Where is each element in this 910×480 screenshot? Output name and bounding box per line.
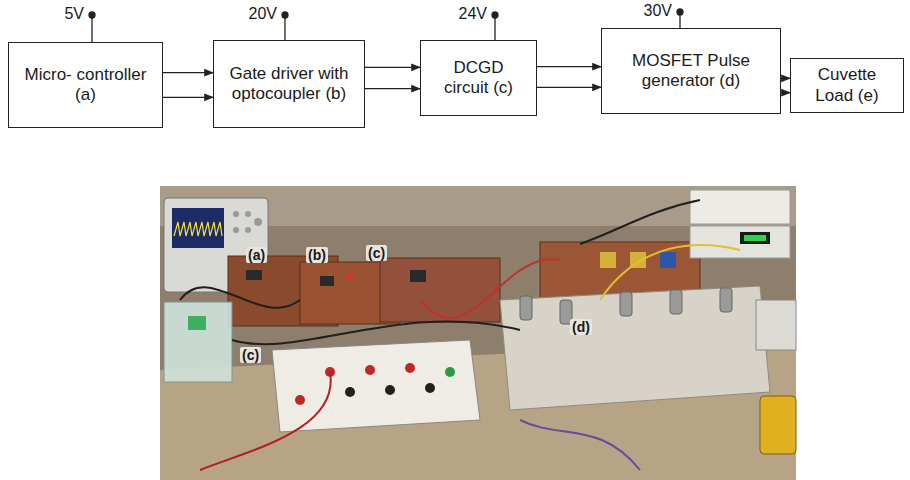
dcgd-box: DCGD circuit (c): [420, 40, 537, 116]
label-text: (c): [366, 245, 387, 261]
label-text: 20V: [249, 5, 277, 22]
supply-voltage: 30V: [644, 2, 672, 20]
box-label: DCGD circuit (c): [429, 58, 528, 99]
supply-taps: [89, 9, 683, 42]
signal-arrow: [537, 66, 601, 67]
label-text: (c): [240, 347, 261, 363]
signal-arrow: [365, 67, 420, 68]
signal-arrow: [163, 97, 213, 98]
part-callout: (d): [570, 318, 592, 336]
label-text: (a): [246, 247, 267, 263]
supply-voltage: 20V: [249, 5, 277, 23]
bench-scene: [160, 186, 796, 480]
supply-voltage: 5V: [64, 5, 84, 23]
gate-driver-box: Gate driver with optocoupler (b): [213, 40, 365, 128]
box-label: Gate driver with optocoupler (b): [222, 64, 356, 105]
signal-arrow: [537, 87, 601, 88]
pulse-generator-box: MOSFET Pulse generator (d): [601, 28, 781, 114]
signal-arrow: [781, 78, 790, 79]
label-text: (d): [570, 319, 592, 335]
load-box: Cuvette Load (e): [790, 58, 904, 113]
signal-arrow: [163, 72, 213, 73]
signal-arrow: [365, 88, 420, 89]
label-text: 24V: [459, 5, 487, 22]
part-callout: (a): [246, 246, 267, 264]
microcontroller-box: Micro- controller (a): [8, 42, 163, 128]
box-label: Cuvette Load (e): [799, 65, 895, 106]
part-callout: (c): [240, 346, 261, 364]
box-label: Micro- controller (a): [17, 65, 154, 106]
signal-arrow: [781, 92, 790, 93]
part-callout: (c): [366, 244, 387, 262]
label-text: 5V: [64, 5, 84, 22]
box-label: MOSFET Pulse generator (d): [610, 51, 772, 92]
label-text: (b): [306, 247, 328, 263]
label-text: 30V: [644, 2, 672, 19]
supply-voltage: 24V: [459, 5, 487, 23]
part-callout: (b): [306, 246, 328, 264]
